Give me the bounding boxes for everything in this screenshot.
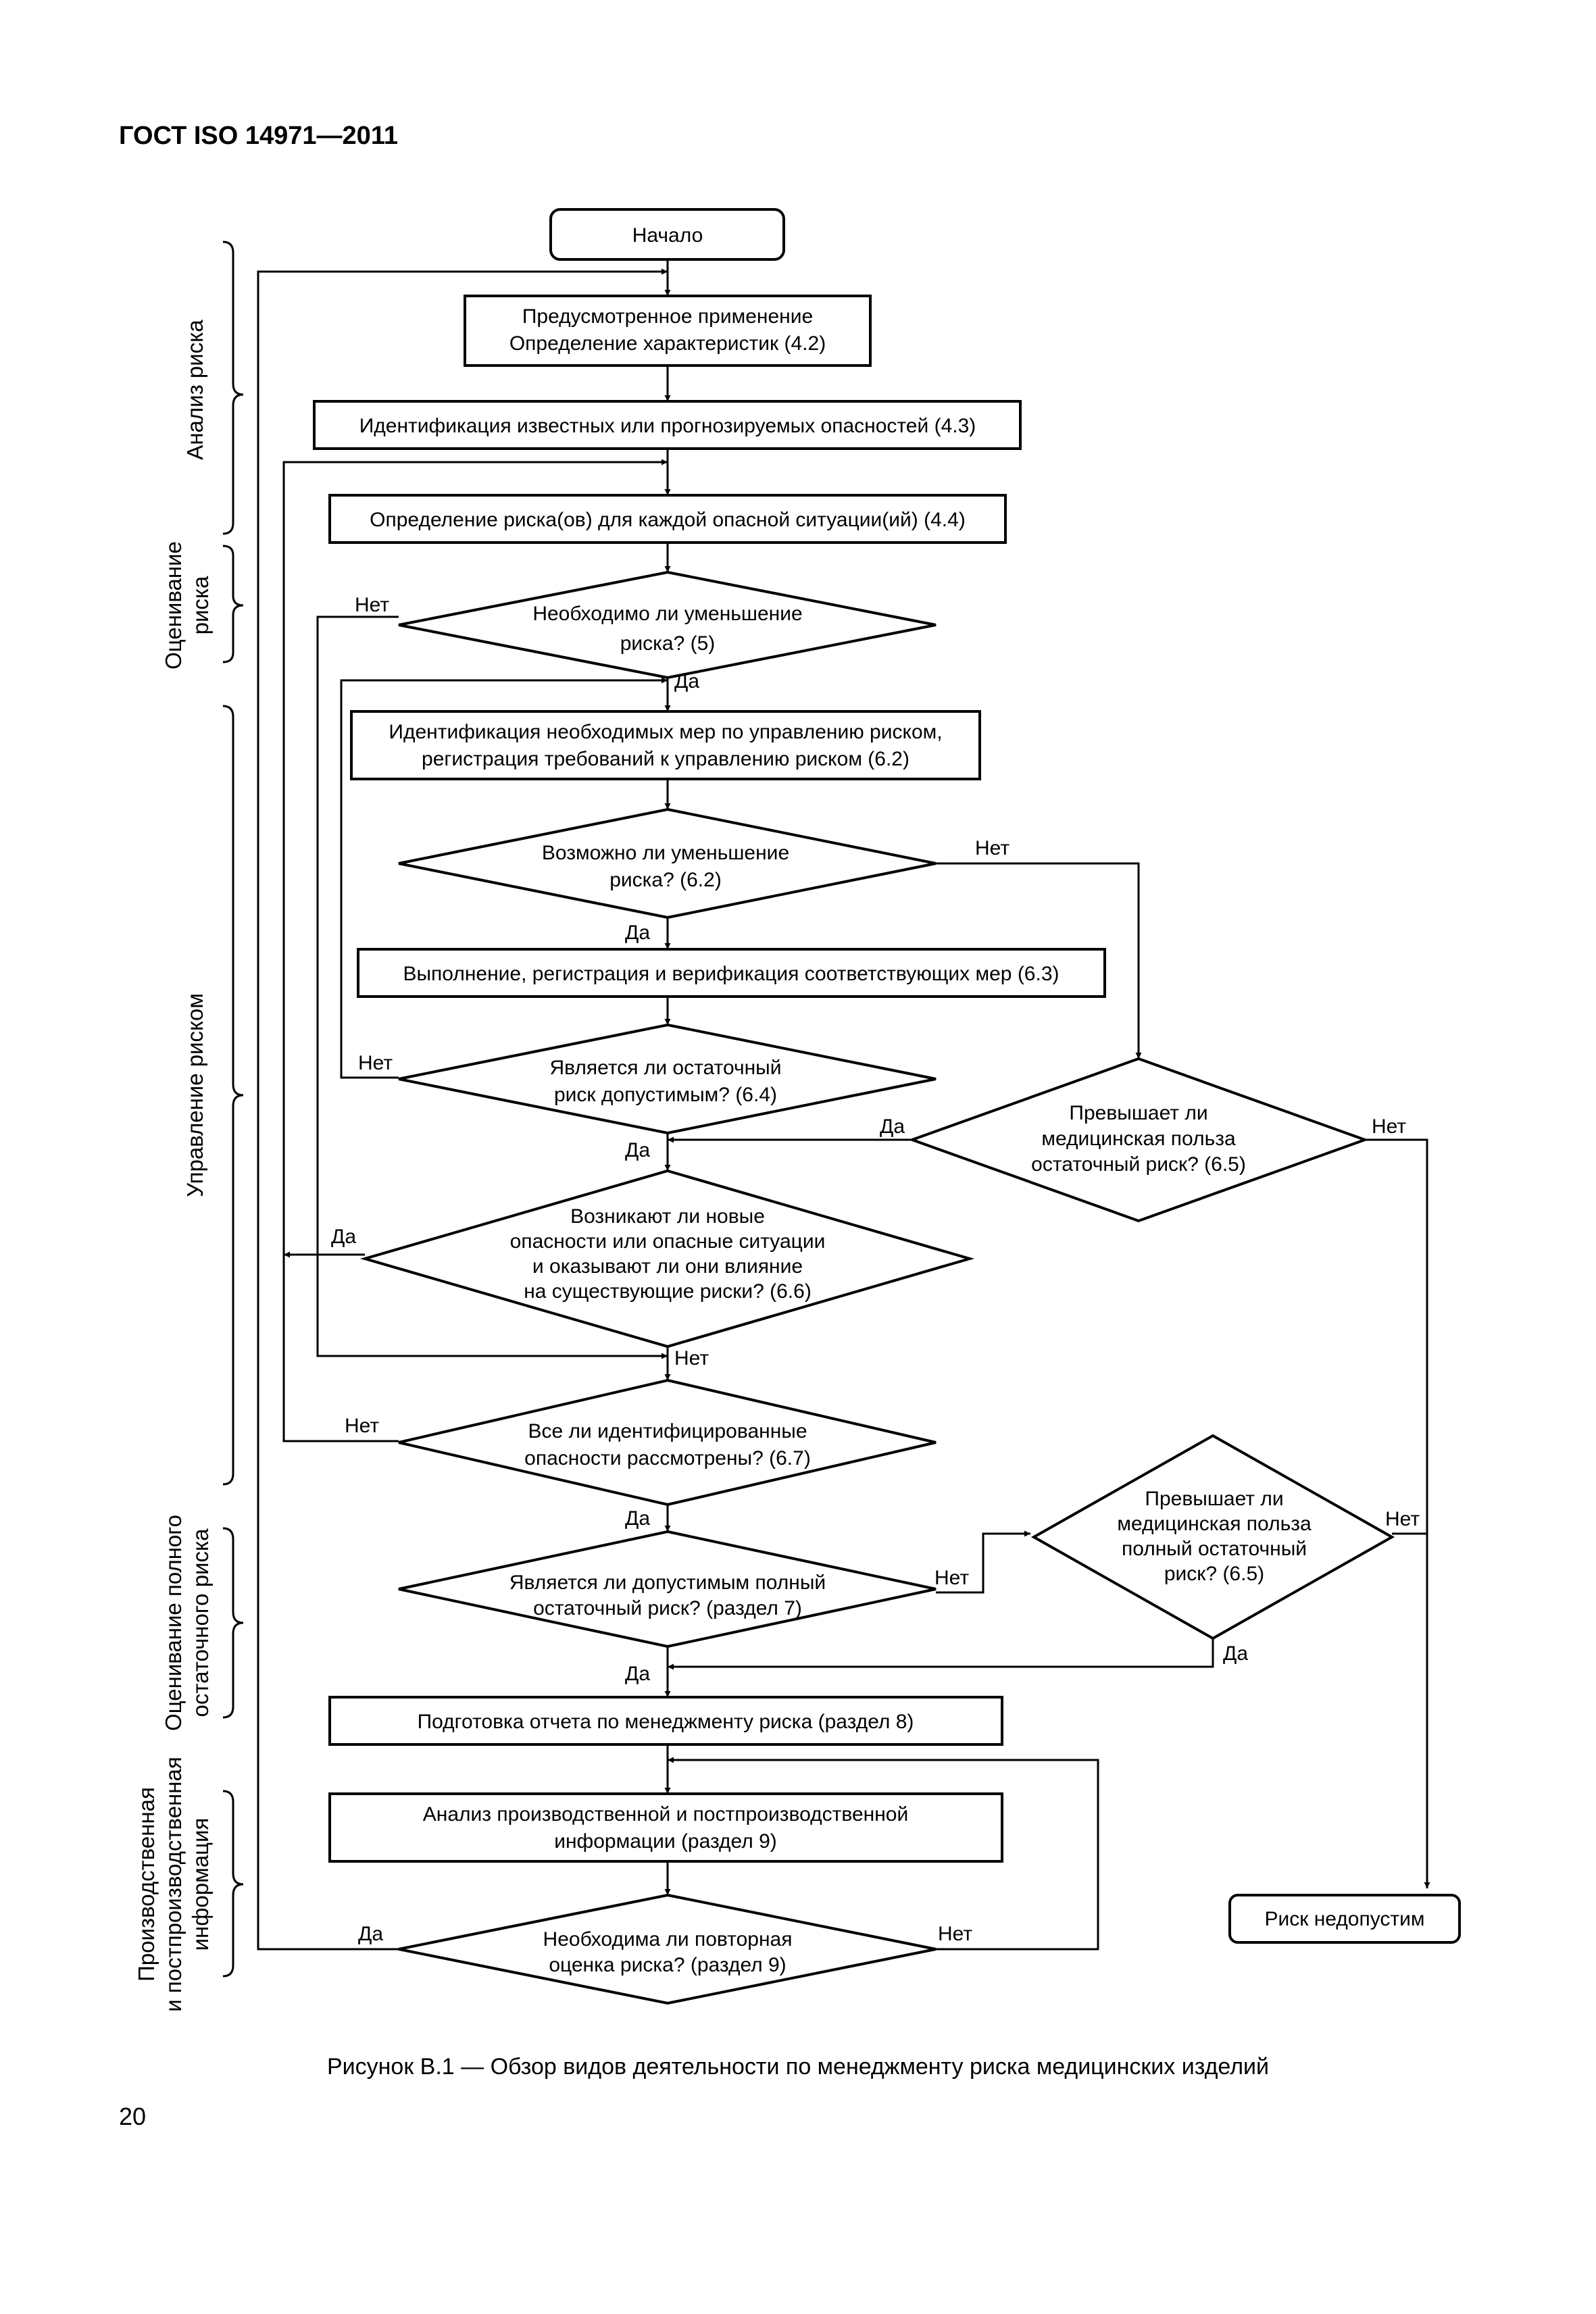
benefit-overall-decision: [1030, 1434, 1395, 1640]
label-no: Нет: [355, 594, 389, 616]
connector: [668, 1757, 1099, 1951]
label-yes: Да: [1223, 1642, 1248, 1665]
control-measures-box: [350, 710, 981, 780]
report-box: [328, 1696, 1003, 1746]
label-no: Нет: [1385, 1508, 1420, 1530]
page-number: 20: [119, 2103, 147, 2130]
overall-acceptable-decision: [398, 1530, 937, 1649]
brace-evaluation: [222, 545, 244, 663]
brace-control: [222, 705, 244, 1486]
implementation-box: [357, 948, 1106, 998]
label-no: Нет: [1372, 1115, 1406, 1138]
hazards-box: [313, 400, 1022, 450]
document-header: ГОСТ ISO 14971—2011: [119, 122, 398, 150]
connector: [257, 268, 668, 1951]
section-label-production: Производственнаяи постпроизводственнаяин…: [134, 1757, 213, 2011]
connectors: [257, 259, 1430, 1951]
connector: [316, 615, 668, 1359]
label-no: Нет: [975, 837, 1009, 859]
control-measures-text: Идентификация необходимых мер по управле…: [389, 721, 942, 770]
estimation-text: Определение риска(ов) для каждой опасной…: [370, 509, 966, 531]
connector: [668, 1637, 1214, 1670]
connector: [282, 459, 668, 1442]
section-label-evaluation: Оцениваниериска: [161, 541, 213, 670]
production-info-text: Анализ производственной и постпроизводст…: [423, 1803, 908, 1853]
connector: [340, 677, 668, 1079]
estimation-box: [328, 494, 1007, 544]
label-yes: Да: [674, 670, 699, 693]
connector: [936, 862, 1142, 1059]
brace-production: [222, 1790, 244, 1978]
label-yes: Да: [331, 1226, 356, 1248]
intended-use-box: [464, 295, 872, 367]
all-considered-decision: [398, 1378, 937, 1507]
figure-caption: Рисунок В.1 — Обзор видов деятельности п…: [326, 2054, 1270, 2080]
start-terminal: [549, 208, 785, 261]
label-no: Нет: [345, 1415, 379, 1437]
section-label-overall: Оценивание полногоостаточного риска: [161, 1515, 213, 1731]
benefit-residual-decision: [908, 1057, 1369, 1223]
hazards-text: Идентификация известных или прогнозируем…: [359, 415, 976, 437]
label-yes: Да: [625, 1507, 650, 1530]
label-yes: Да: [358, 1923, 383, 1945]
label-yes: Да: [625, 922, 650, 944]
reassessment-decision: [398, 1893, 937, 2005]
unacceptable-text: Риск недопустим: [1264, 1908, 1424, 1930]
need-reduction-decision: [398, 570, 937, 680]
production-info-box: [328, 1792, 1003, 1863]
unacceptable-terminal: [1228, 1894, 1461, 1944]
section-label-analysis: Анализ риска: [182, 320, 207, 460]
new-hazards-decision: [359, 1169, 975, 1349]
connector: [936, 1530, 1030, 1594]
label-no: Нет: [938, 1923, 972, 1945]
connector: [1365, 1138, 1430, 1888]
brace-overall: [222, 1527, 244, 1719]
label-no: Нет: [934, 1567, 969, 1589]
label-no: Нет: [674, 1347, 709, 1369]
label-yes: Да: [625, 1139, 650, 1161]
label-yes: Да: [625, 1663, 650, 1685]
residual-acceptable-decision: [398, 1023, 937, 1135]
brace-analysis: [222, 241, 244, 535]
start-text: Начало: [632, 224, 703, 247]
section-braces: [222, 241, 244, 1978]
label-yes: Да: [880, 1115, 905, 1138]
label-no: Нет: [358, 1052, 393, 1074]
section-label-control: Управление риском: [182, 993, 207, 1197]
report-text: Подготовка отчета по менеджменту риска (…: [418, 1711, 914, 1733]
reduction-possible-decision: [398, 807, 937, 920]
implementation-text: Выполнение, регистрация и верификация со…: [403, 963, 1059, 985]
